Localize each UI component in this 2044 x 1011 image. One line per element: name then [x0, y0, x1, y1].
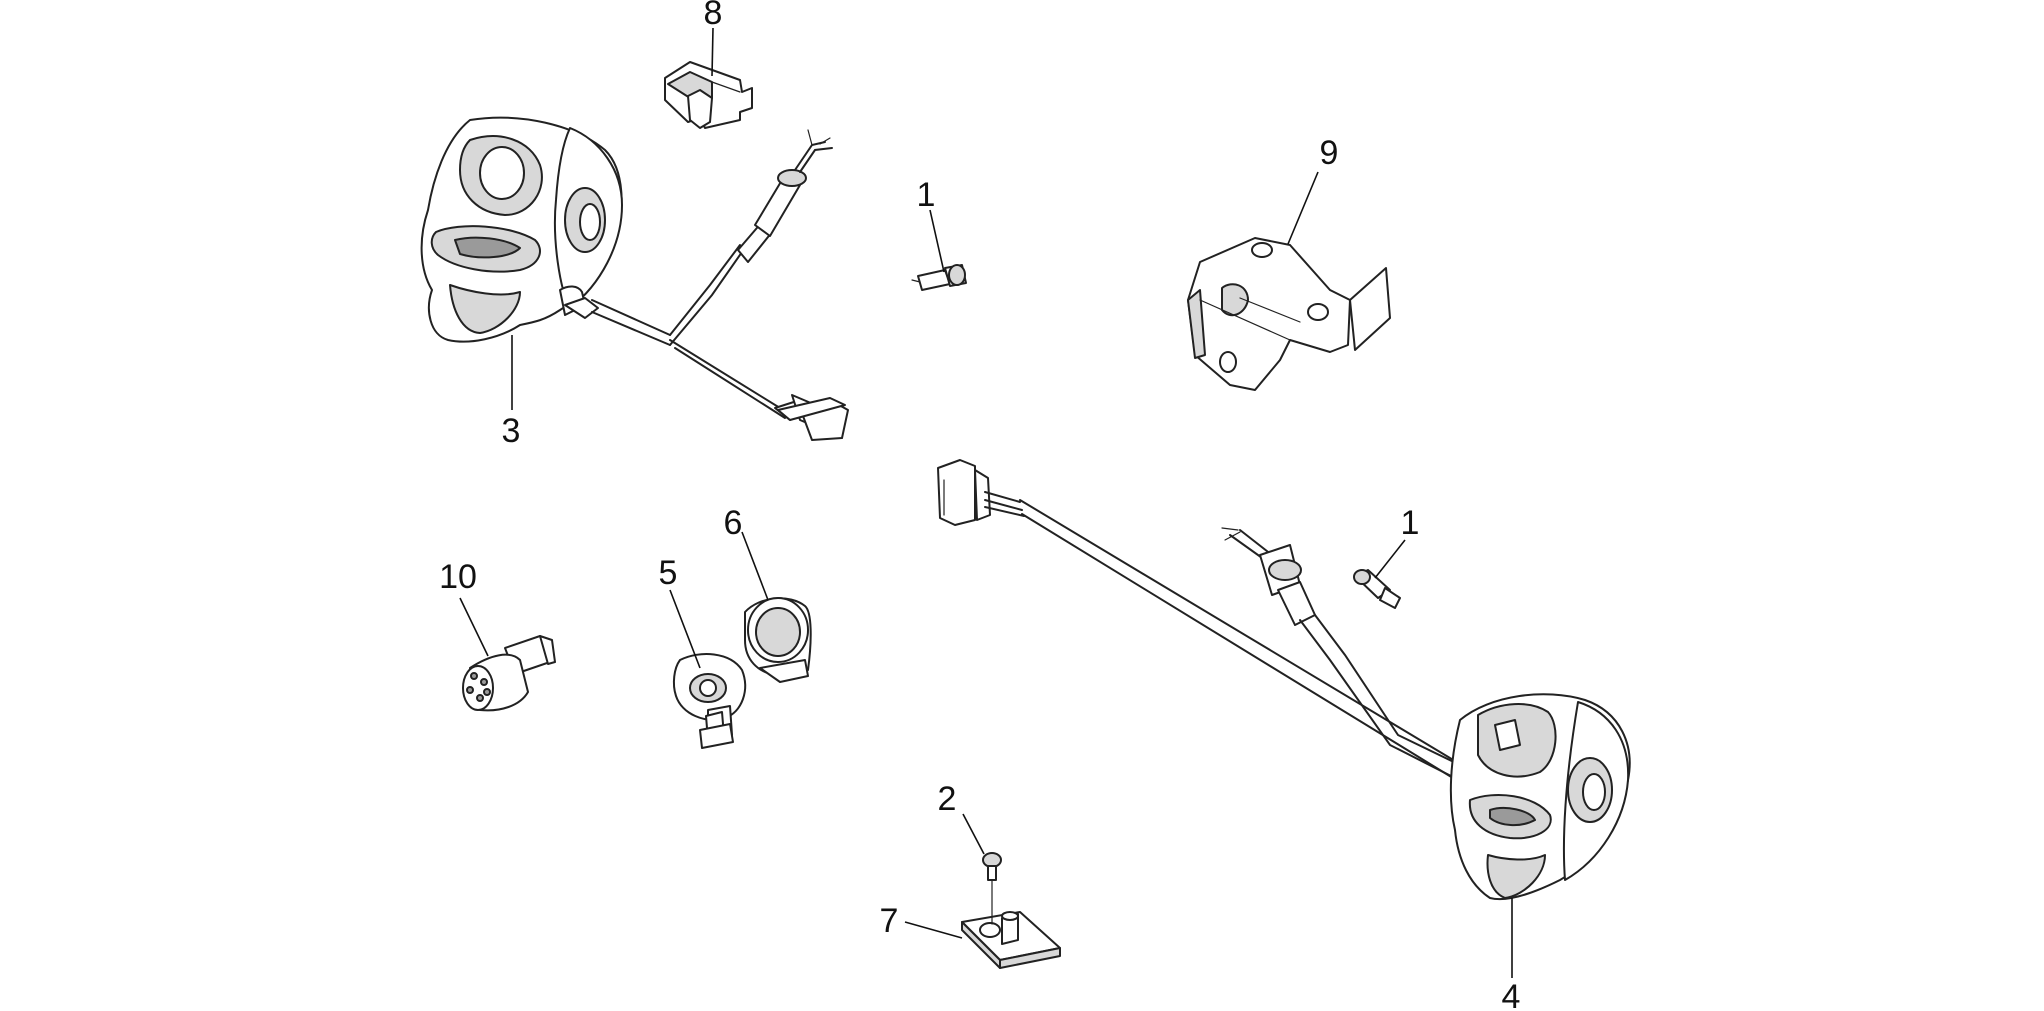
- leader-2: [962, 813, 985, 855]
- callout-2: 2: [938, 780, 957, 818]
- leader-5: [669, 589, 701, 669]
- right-harness: [937, 459, 1471, 787]
- part-10-socket: [462, 635, 556, 712]
- callout-1-upper: 1: [917, 176, 936, 214]
- leader-10: [459, 597, 489, 657]
- part-2-screw: [982, 852, 1002, 881]
- callout-10: 10: [439, 558, 477, 596]
- part-3-left-switch-housing: [420, 116, 623, 343]
- part-8-clip: [664, 61, 753, 129]
- part-1-bulb-upper: [911, 264, 967, 291]
- part-6-ring-cover: [744, 597, 812, 683]
- leader-1b: [1374, 539, 1406, 579]
- callout-3: 3: [502, 412, 521, 450]
- part-4-right-switch-housing: [1449, 693, 1631, 901]
- part-5-key-switch: [672, 653, 747, 749]
- part-1-bulb-lower: [1353, 569, 1401, 609]
- callout-1-lower: 1: [1401, 504, 1420, 542]
- leader-7: [904, 921, 963, 939]
- left-harness: [564, 129, 849, 441]
- leader-1a: [929, 209, 945, 273]
- leader-6: [741, 531, 769, 601]
- callout-7: 7: [880, 902, 899, 940]
- callout-9: 9: [1320, 134, 1339, 172]
- callout-6: 6: [724, 504, 743, 542]
- leader-9: [1287, 171, 1319, 245]
- callout-4: 4: [1502, 978, 1521, 1011]
- callout-8: 8: [704, 0, 723, 32]
- callout-5: 5: [659, 554, 678, 592]
- part-7-base-plate: [961, 879, 1061, 969]
- part-9-bracket: [1187, 237, 1391, 391]
- leader-8: [711, 27, 714, 77]
